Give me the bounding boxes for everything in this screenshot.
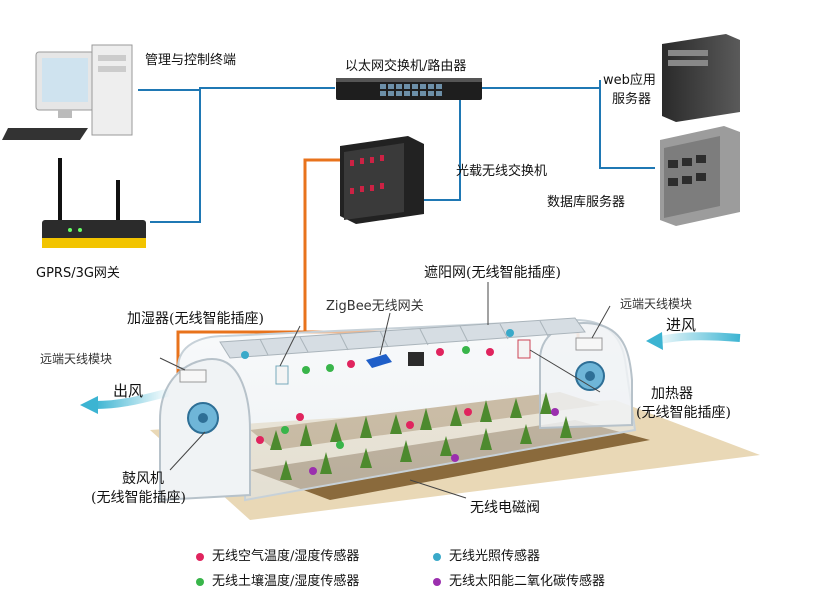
- fiber-optical-greenhouse: [303, 158, 340, 332]
- remote-antenna-right-label: 远端天线模块: [620, 297, 693, 311]
- legend-item: 无线土壤温度/湿度传感器: [196, 570, 359, 589]
- database-server-icon: [660, 126, 740, 226]
- link-gateway-terminal: [150, 90, 201, 223]
- ethernet-switch-icon: [336, 78, 482, 100]
- web-server-label-2: 服务器: [612, 92, 652, 107]
- gprs-gateway-label: GPRS/3G网关: [36, 266, 120, 281]
- legend-dot: [196, 552, 204, 561]
- link-switch-optical: [420, 98, 461, 201]
- link-to-db: [599, 88, 655, 169]
- air-out-label: 出风: [113, 382, 144, 400]
- mgmt-terminal-label: 管理与控制终端: [145, 53, 237, 68]
- legend-dot: [433, 552, 441, 561]
- shade-net-label: 遮阳网(无线智能插座): [424, 265, 561, 281]
- legend-label: 无线光照传感器: [449, 549, 541, 564]
- heater-label-2: (无线智能插座): [636, 405, 731, 421]
- legend-item: 无线太阳能二氧化碳传感器: [433, 570, 605, 589]
- computer-terminal-icon: [2, 44, 133, 140]
- fan-label-1: 鼓风机: [122, 471, 164, 487]
- fan-icon: [187, 361, 605, 434]
- heater-label-1: 加热器: [651, 386, 693, 402]
- optical-switch-icon: [340, 136, 424, 224]
- humidifier-label: 加湿器(无线智能插座): [127, 311, 264, 327]
- switch-router-label: 以太网交换机/路由器: [345, 59, 467, 74]
- legend-dot: [196, 577, 204, 586]
- greenhouse: [150, 282, 760, 520]
- web-server-icon: [662, 34, 740, 122]
- air-in-label: 进风: [666, 316, 697, 334]
- web-server-label-1: web应用: [603, 73, 656, 88]
- legend-dot: [433, 577, 441, 586]
- db-server-label: 数据库服务器: [547, 195, 626, 210]
- remote-antenna-left-label: 远端天线模块: [40, 352, 113, 366]
- gprs-gateway-icon: [42, 158, 146, 248]
- network-links: [138, 80, 655, 223]
- link-switch-web: [482, 80, 601, 89]
- legend-label: 无线空气温度/湿度传感器: [212, 549, 360, 564]
- valve-label: 无线电磁阀: [470, 500, 540, 516]
- fan-label-2: (无线智能插座): [91, 490, 186, 506]
- zigbee-gateway-label: ZigBee无线网关: [326, 299, 424, 314]
- airflow-arrows: [80, 332, 741, 414]
- legend-label: 无线太阳能二氧化碳传感器: [449, 574, 606, 589]
- legend-item: 无线空气温度/湿度传感器: [196, 545, 359, 564]
- legend-label: 无线土壤温度/湿度传感器: [212, 574, 360, 589]
- optical-switch-label: 光载无线交换机: [456, 164, 548, 179]
- link-terminal-switch: [138, 87, 335, 91]
- legend-item: 无线光照传感器: [433, 545, 540, 564]
